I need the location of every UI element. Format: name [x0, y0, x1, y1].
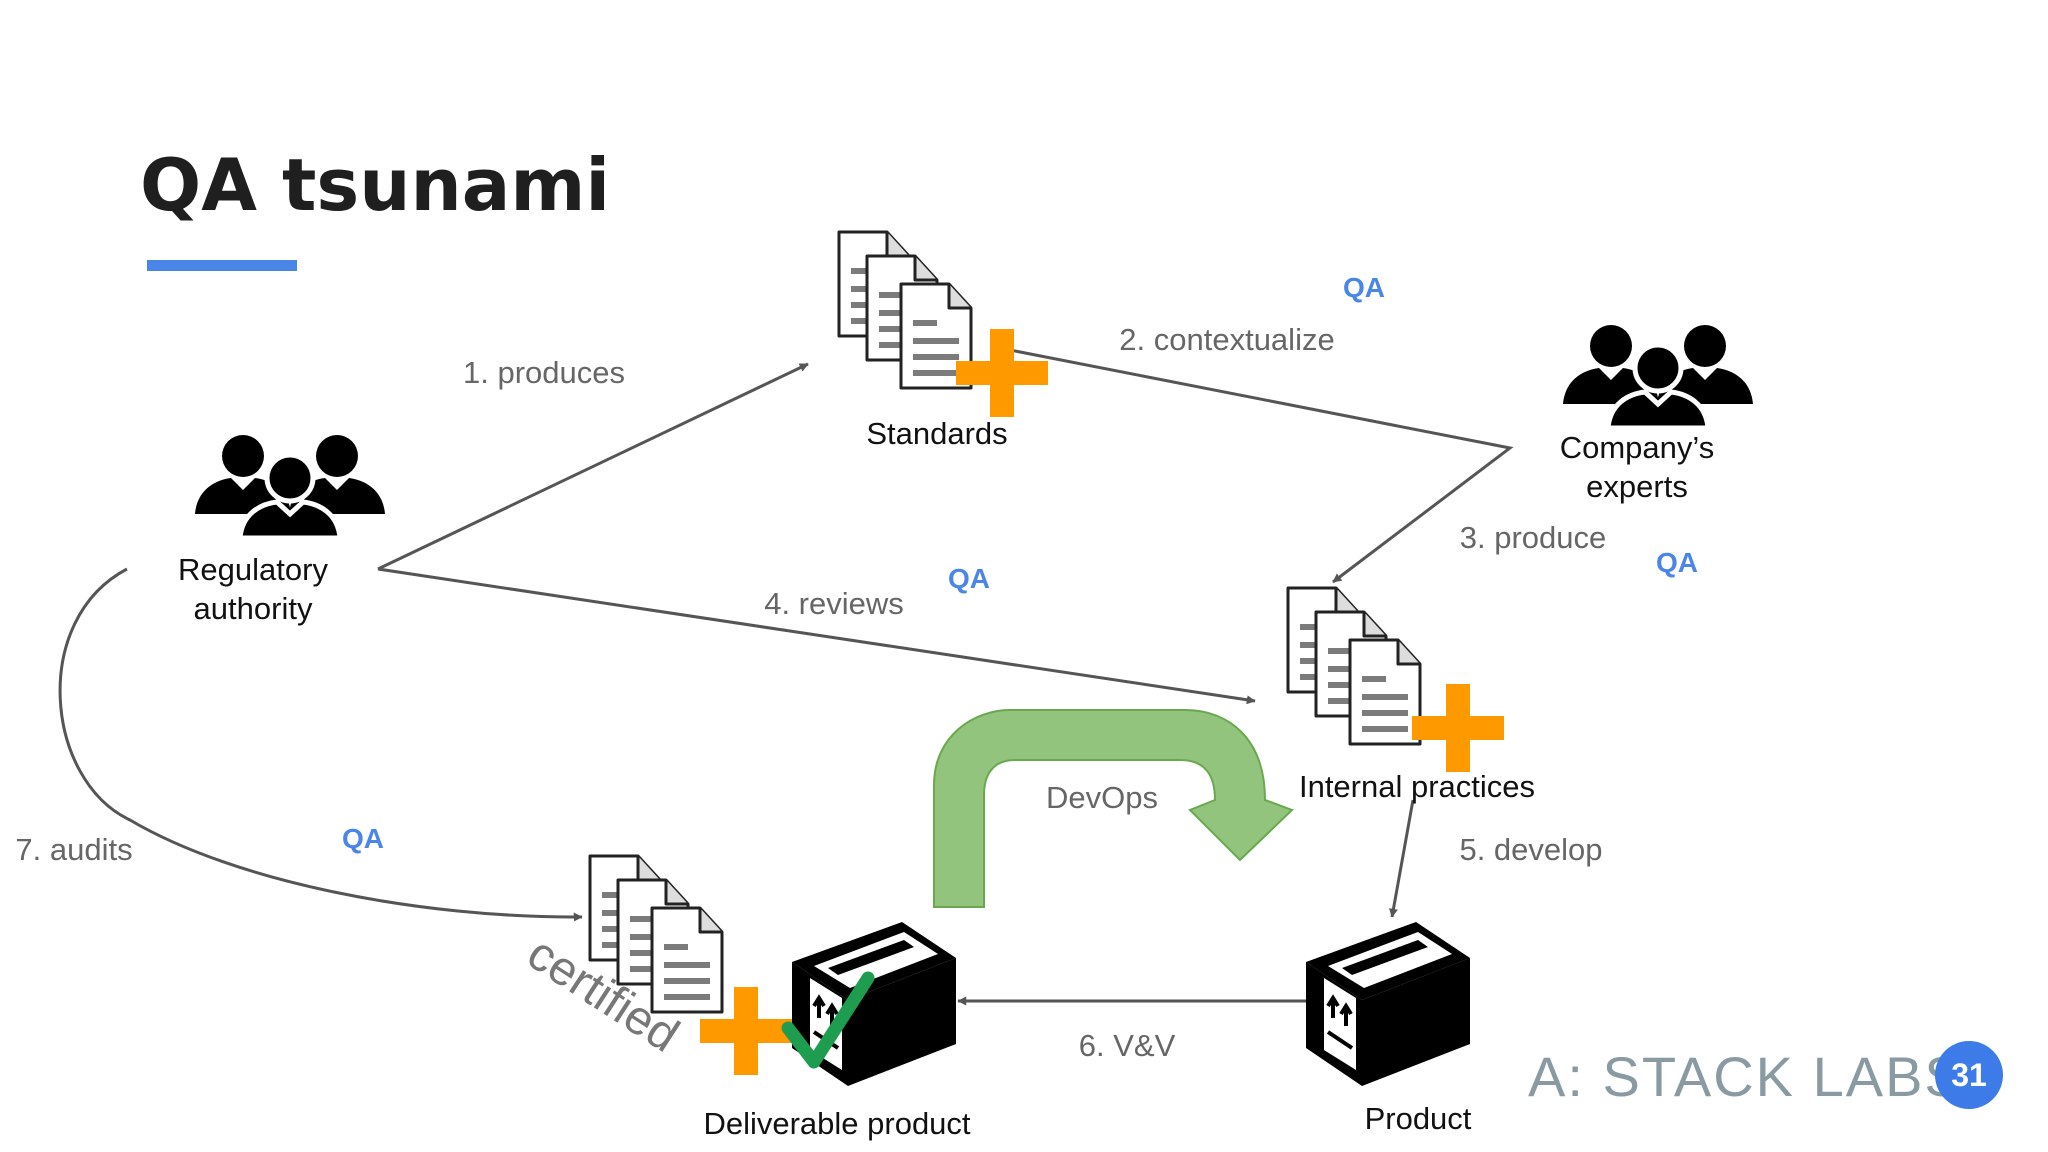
regulatory-authority-label-line1: Regulatory	[178, 552, 328, 587]
standards-docs-icon	[839, 232, 971, 388]
deliverable-product-label: Deliverable product	[703, 1106, 970, 1141]
edge-label-produces: 1. produces	[463, 355, 625, 390]
devops-arrow	[933, 709, 1294, 908]
edge-produces	[377, 362, 809, 571]
edge-audits	[58, 567, 583, 922]
internal-practices-label: Internal practices	[1299, 769, 1535, 804]
qa-tag: QA	[1343, 272, 1385, 303]
company-experts-label-line2: experts	[1586, 469, 1688, 504]
title-underline	[147, 260, 297, 271]
company-experts-label-line1: Company’s	[1560, 430, 1715, 465]
product-label: Product	[1365, 1101, 1472, 1136]
brand-logo: A: STACK LABS	[1528, 1045, 1964, 1108]
edge-label-audits: 7. audits	[15, 832, 132, 867]
edge-develop	[1389, 799, 1415, 918]
edge-label-contextualize: 2. contextualize	[1119, 322, 1334, 357]
page-number-badge	[1935, 1041, 2003, 1109]
edge-contextualize	[1009, 348, 1514, 584]
devops-label: DevOps	[1046, 780, 1158, 815]
page-number: 31	[1951, 1057, 1987, 1093]
box-icon	[1304, 920, 1472, 1088]
edge-reviews	[377, 567, 1256, 705]
plus-icon	[1412, 684, 1504, 772]
edge-label-produce: 3. produce	[1460, 520, 1607, 555]
people-icon	[195, 435, 385, 538]
regulatory-authority-label-line2: authority	[194, 591, 313, 626]
edge-label-reviews: 4. reviews	[764, 586, 904, 621]
qa-tag: QA	[342, 823, 384, 854]
edge-label-develop: 5. develop	[1459, 832, 1602, 867]
qa-tag: QA	[1656, 547, 1698, 578]
edge-label-vv: 6. V&V	[1079, 1028, 1176, 1063]
qa-tag: QA	[948, 563, 990, 594]
checkmark-icon	[781, 971, 875, 1069]
standards-label: Standards	[866, 416, 1007, 451]
internal-practices-docs-icon	[1288, 588, 1420, 744]
people-icon	[1563, 325, 1753, 428]
page-title: QA tsunami	[140, 143, 610, 227]
